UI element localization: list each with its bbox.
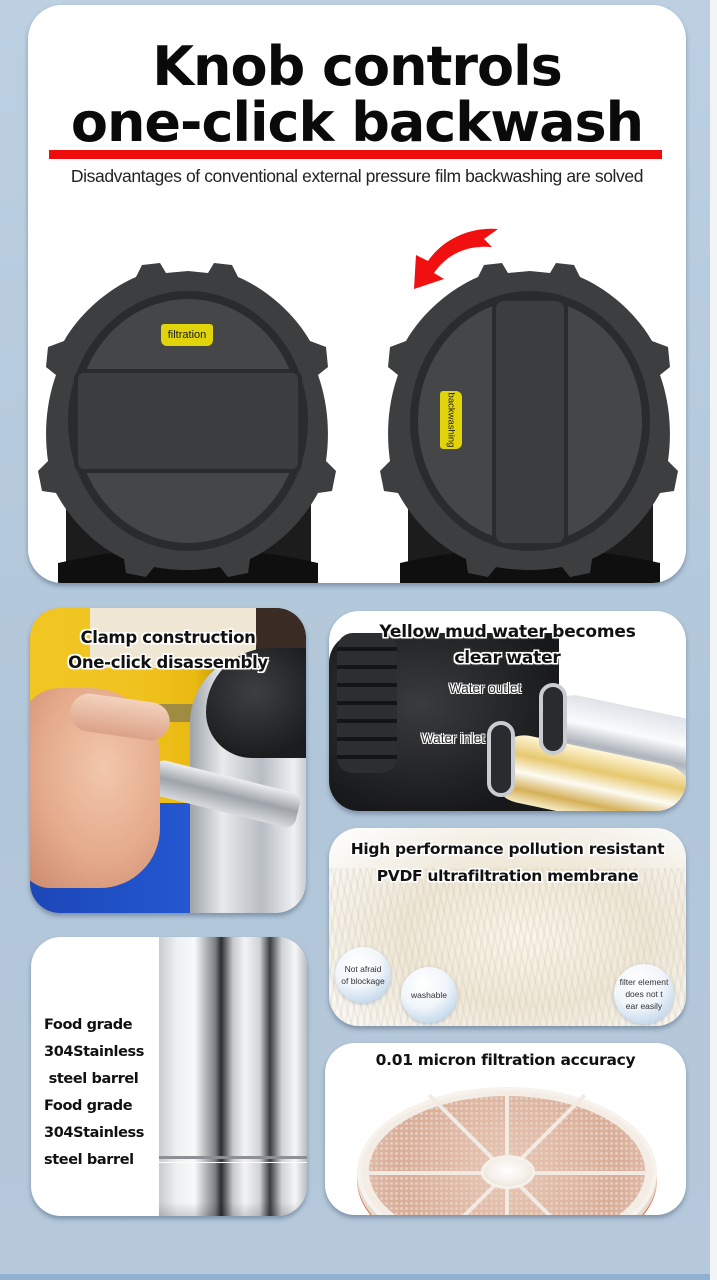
clamp-title-line1: Clamp construction — [80, 628, 256, 647]
hero-subtitle: Disadvantages of conventional external p… — [70, 166, 644, 186]
filter-cap-image — [337, 633, 397, 773]
cylinder-seam-highlight — [159, 1162, 307, 1163]
water-card: Yellow mud water becomes clear water Wat… — [329, 611, 686, 811]
bubble-text: ear easily — [625, 1001, 663, 1011]
steel-line: 304Stainless — [44, 1044, 144, 1060]
steel-description: Food grade 304Stainless steel barrel Foo… — [44, 1012, 162, 1174]
membrane-title: High performance pollution resistant PVD… — [329, 836, 686, 890]
bubble-text: Not afraid — [344, 964, 382, 974]
knob-backwashing: backwashing — [378, 263, 682, 583]
disc-hub — [481, 1155, 535, 1189]
membrane-title-line2: PVDF ultrafiltration membrane — [376, 867, 639, 885]
water-inlet-label: Water inlet — [421, 731, 486, 746]
cylinder-seam — [159, 1156, 307, 1159]
steel-line: steel barrel — [44, 1152, 134, 1168]
water-title: Yellow mud water becomes clear water — [329, 619, 686, 671]
red-underline — [49, 150, 662, 159]
water-title-line1: Yellow mud water becomes — [379, 622, 636, 642]
steel-barrel-card: Food grade 304Stainless steel barrel Foo… — [31, 937, 307, 1216]
clamp-card: Clamp construction One-click disassembly — [30, 608, 306, 913]
water-title-line2: clear water — [454, 648, 561, 668]
bubble-text: of blockage — [341, 976, 385, 986]
rotate-arrow-icon — [414, 228, 498, 289]
steel-line: 304Stainless — [44, 1125, 144, 1141]
membrane-title-line1: High performance pollution resistant — [350, 840, 665, 858]
membrane-card: High performance pollution resistant PVD… — [329, 828, 686, 1026]
micron-card: 0.01 micron filtration accuracy — [325, 1043, 686, 1215]
right-edge — [710, 0, 717, 1280]
bubble-washable: washable — [401, 967, 457, 1023]
hero-card: Knob controls one-click backwash Disadva… — [28, 5, 686, 583]
bottom-edge — [0, 1274, 710, 1280]
micron-title: 0.01 micron filtration accuracy — [375, 1051, 636, 1069]
hero-title: Knob controls one-click backwash — [28, 39, 686, 151]
bubble-not-afraid-blockage: Not afraid of blockage — [335, 947, 391, 1003]
backwashing-label-text: backwashing — [445, 392, 457, 448]
inlet-ring — [487, 721, 515, 797]
bubble-text: washable — [411, 990, 447, 1000]
disc-spoke — [507, 1171, 647, 1175]
water-outlet-label: Water outlet — [449, 681, 522, 696]
clamp-title-line2: One-click disassembly — [68, 653, 268, 672]
knob-left-icon — [38, 263, 336, 583]
knob-right-icon — [380, 263, 678, 583]
steel-cylinder-image — [159, 937, 307, 1216]
filtration-label: filtration — [161, 324, 213, 346]
clamp-title: Clamp construction One-click disassembly — [30, 625, 306, 675]
cylinder-shadow — [159, 1202, 307, 1216]
outlet-ring — [539, 683, 567, 755]
hero-title-line1: Knob controls — [152, 35, 563, 98]
hero-title-line2: one-click backwash — [70, 91, 644, 154]
bubble-text: does not t — [625, 989, 663, 999]
knob-filtration: filtration — [36, 263, 340, 583]
bubble-text: filter element — [619, 977, 669, 987]
steel-line: steel barrel — [44, 1071, 139, 1087]
bubble-does-not-tear: filter element does not t ear easily — [614, 964, 674, 1024]
steel-line: Food grade — [44, 1017, 133, 1033]
steel-line: Food grade — [44, 1098, 133, 1114]
backwashing-label: backwashing — [440, 391, 462, 449]
